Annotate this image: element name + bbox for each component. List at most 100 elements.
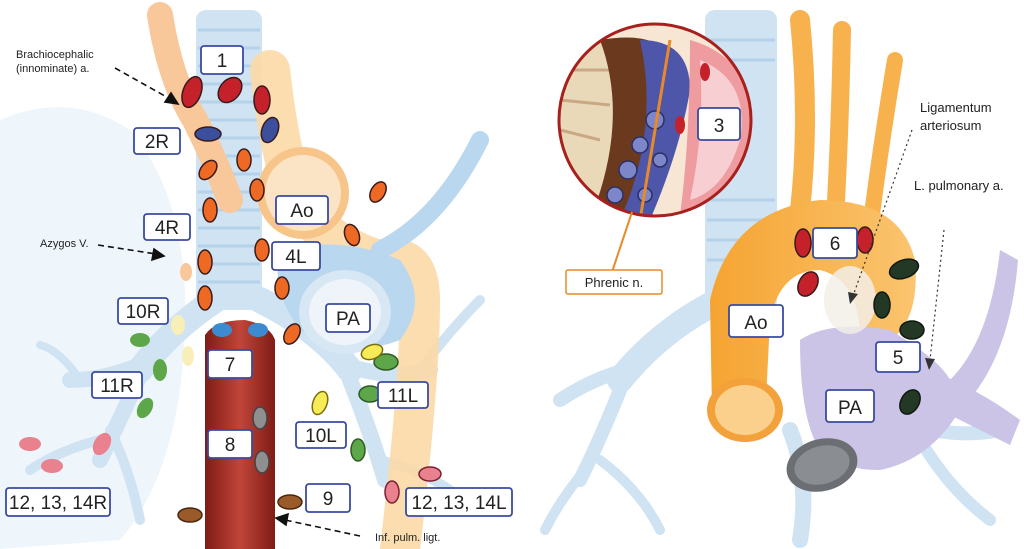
station-label: Ao [744, 313, 767, 334]
node-orange [197, 249, 213, 275]
box-11l [377, 381, 429, 409]
phrenic-leader [611, 211, 633, 273]
box-2r [133, 127, 181, 155]
left-annotations: Brachiocephalic (innominate) a. Azygos V… [16, 49, 440, 544]
right-station-labels: 3 6 Ao 5 PA Phrenic n. [585, 116, 904, 419]
box-10l [295, 421, 347, 449]
station-label: 10L [305, 426, 337, 447]
right-annotations: Ligamentum arteriosum L. pulmonary a. [914, 100, 1004, 193]
node-yellow [360, 343, 384, 361]
node-yellow [311, 390, 329, 416]
box-6 [812, 227, 858, 259]
box-pa [325, 303, 371, 333]
station-label: 10R [126, 302, 161, 323]
box-12-13-14r [5, 487, 111, 517]
brachiocephalic-label: (innominate) a. [16, 63, 89, 75]
node-navy [194, 126, 222, 142]
inset-magnifier [557, 22, 753, 218]
station-label: PA [838, 398, 862, 419]
left-station-boxes [5, 45, 513, 517]
node-orange [274, 276, 290, 300]
box-ao [275, 195, 329, 225]
box-12-13-14l [405, 487, 513, 517]
node-red [856, 226, 874, 254]
station-label: 4R [155, 218, 179, 239]
station-label: 2R [145, 132, 169, 153]
station-label: 12, 13, 14L [411, 493, 506, 514]
supra-aortic-branch [862, 52, 903, 238]
station-label: 7 [225, 355, 236, 376]
station-label: 12, 13, 14R [9, 493, 107, 514]
node-brown [177, 507, 203, 523]
node-orange [343, 223, 361, 247]
node-navy [260, 116, 280, 144]
station-label: 11L [388, 386, 418, 407]
station-label: 6 [830, 234, 841, 255]
node-darkgreen [888, 258, 920, 280]
node-cream [182, 346, 194, 366]
node-orange [236, 148, 252, 172]
right-lung-shape [0, 107, 186, 549]
box-8 [207, 429, 253, 459]
left-station-labels: 1 2R 4R 4L Ao PA 10R 11R 7 8 10L 11L 9 1… [9, 51, 507, 514]
supra-aortic-branch [790, 10, 815, 220]
box-4l [271, 241, 321, 271]
box-10r [117, 297, 169, 325]
node-darkgreen [873, 291, 891, 319]
box-phrenic [565, 269, 663, 295]
l-pulmonary-label: L. pulmonary a. [914, 178, 1004, 193]
box-7 [207, 349, 253, 379]
node-brown [277, 494, 303, 510]
node-green [373, 353, 399, 371]
brachiocephalic-artery [147, 2, 243, 213]
node-cream [171, 315, 185, 335]
node-pink [384, 480, 400, 504]
station-label: 4L [285, 247, 306, 268]
azygos-label: Azygos V. [40, 238, 89, 250]
node-orange [197, 285, 213, 311]
right-leaders [852, 129, 945, 361]
node-green [350, 438, 366, 462]
left-panel: 1 2R 4R 4L Ao PA 10R 11R 7 8 10L 11L 9 1… [0, 2, 513, 549]
node-darkgreen [899, 320, 925, 340]
node-red [794, 228, 812, 258]
node-red [253, 85, 271, 115]
node-darkgreen [899, 389, 921, 415]
node-orange [198, 159, 218, 181]
left-pulmonary-branch [920, 370, 1020, 445]
node-red [217, 76, 243, 104]
l-pulmonary-leader [929, 229, 945, 361]
box-9 [305, 483, 351, 513]
node-orange [283, 323, 301, 345]
node-7-blue [248, 323, 268, 337]
brachiocephalic-label: Brachiocephalic [16, 49, 94, 61]
node-7-blue [212, 323, 232, 337]
node-orange [180, 263, 192, 281]
node-orange [254, 238, 270, 262]
station-label: 3 [714, 116, 725, 137]
brachiocephalic-arrow [114, 67, 173, 101]
right-lymph-nodes [794, 226, 925, 415]
inf-pulm-arrow [284, 519, 361, 537]
box-11r [91, 371, 143, 399]
node-pink [41, 459, 63, 473]
node-orange [202, 197, 218, 223]
left-arrows [97, 67, 361, 537]
box-3 [697, 107, 741, 141]
box-1 [200, 45, 244, 75]
node-green [130, 333, 150, 347]
node-gray [252, 406, 268, 430]
box-4r [143, 213, 191, 241]
phrenic-label: Phrenic n. [585, 275, 644, 290]
node-pink [418, 466, 442, 482]
node-gray [254, 450, 270, 474]
node-red [181, 75, 203, 109]
node-red [797, 271, 819, 297]
node-green [153, 359, 167, 381]
box-ao-right [728, 304, 784, 338]
station-label: PA [336, 309, 360, 330]
station-label: 9 [323, 489, 334, 510]
station-label: 1 [217, 51, 228, 72]
